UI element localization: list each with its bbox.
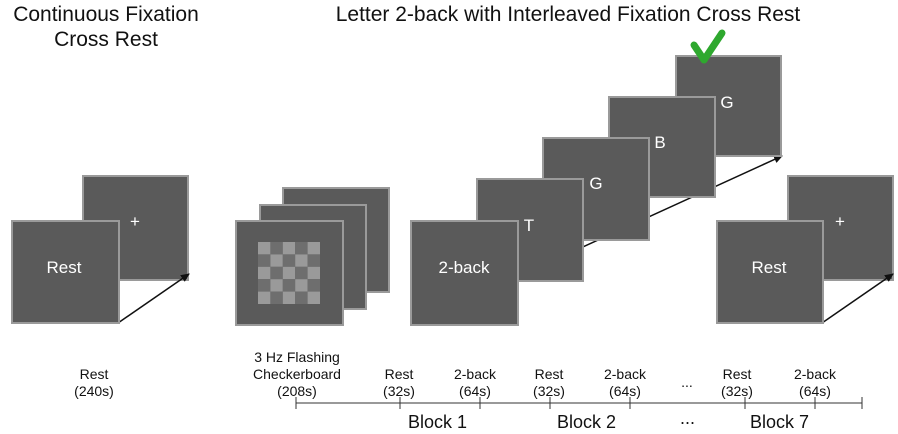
checker-cell bbox=[295, 254, 308, 267]
checker-cell bbox=[258, 242, 271, 255]
rest-screen-text-right: Rest bbox=[752, 258, 787, 277]
fixation-cross-text-right: + bbox=[835, 212, 845, 231]
label-rest-block1: Rest (32s) bbox=[383, 366, 415, 399]
checker-cell bbox=[282, 266, 296, 280]
checkerboard-stack bbox=[235, 187, 390, 326]
label-rest-block2: Rest (32s) bbox=[533, 366, 565, 399]
title-continuous-rest: Continuous Fixation Cross Rest bbox=[13, 3, 199, 51]
checker-cell bbox=[307, 279, 320, 292]
checker-cell bbox=[307, 254, 320, 267]
label-rest-block7: Rest (32s) bbox=[721, 366, 753, 399]
title-nback: Letter 2-back with Interleaved Fixation … bbox=[335, 3, 801, 26]
checker-cell bbox=[307, 266, 320, 280]
label-nback-block2: 2-back (64s) bbox=[603, 366, 647, 399]
screen-rest-front bbox=[11, 220, 120, 324]
checker-cell bbox=[295, 291, 308, 304]
checker-cell bbox=[307, 291, 320, 304]
checker-cell bbox=[282, 279, 296, 292]
checker-cell bbox=[307, 242, 320, 255]
checker-cell bbox=[282, 254, 296, 267]
checkmark-icon bbox=[690, 29, 726, 64]
letter-g-2: G bbox=[720, 93, 733, 112]
checker-cell bbox=[295, 266, 308, 280]
checker-cell bbox=[258, 291, 271, 304]
nback-screen-text: 2-back bbox=[438, 258, 490, 277]
label-rest-240: Rest (240s) bbox=[74, 366, 114, 399]
nback-screen-1 bbox=[410, 220, 519, 326]
nback-stack: G B G T 2-back bbox=[410, 55, 782, 326]
checker-cell bbox=[295, 279, 308, 292]
label-nback-block1: 2-back (64s) bbox=[453, 366, 497, 399]
checker-cell bbox=[258, 254, 271, 267]
left-rest-stack: + Rest bbox=[11, 175, 190, 324]
checker-cell bbox=[270, 242, 283, 255]
checker-cell bbox=[295, 242, 308, 255]
screen-rest-front-right bbox=[716, 220, 824, 324]
checker-cell bbox=[270, 291, 283, 304]
letter-t: T bbox=[524, 216, 534, 235]
checker-cell bbox=[270, 254, 283, 267]
timeline-diagonal bbox=[117, 273, 190, 324]
checker-cell bbox=[282, 242, 296, 255]
checker-cell bbox=[270, 279, 283, 292]
timeline-axis bbox=[295, 397, 863, 409]
rest-screen-text: Rest bbox=[47, 258, 82, 277]
checkerboard-pattern bbox=[258, 242, 320, 304]
timeline-diagonal-right bbox=[821, 273, 894, 324]
label-block-1: Block 1 bbox=[408, 412, 468, 432]
letter-b: B bbox=[654, 133, 665, 152]
right-rest-stack: + Rest bbox=[716, 175, 894, 324]
label-ellipsis: ... bbox=[681, 374, 693, 390]
letter-g-1: G bbox=[589, 174, 602, 193]
checker-cell bbox=[282, 291, 296, 304]
label-block-7: Block 7 bbox=[750, 412, 810, 432]
label-block-2: Block 2 bbox=[557, 412, 617, 432]
fixation-cross-text: + bbox=[130, 212, 140, 231]
checker-cell bbox=[258, 266, 271, 280]
checker-cell bbox=[270, 266, 283, 280]
checker-cell bbox=[258, 279, 271, 292]
label-nback-block7: 2-back (64s) bbox=[793, 366, 837, 399]
label-checkerboard: 3 Hz Flashing Checkerboard (208s) bbox=[253, 349, 341, 399]
label-block-ellipsis: ... bbox=[680, 408, 696, 428]
